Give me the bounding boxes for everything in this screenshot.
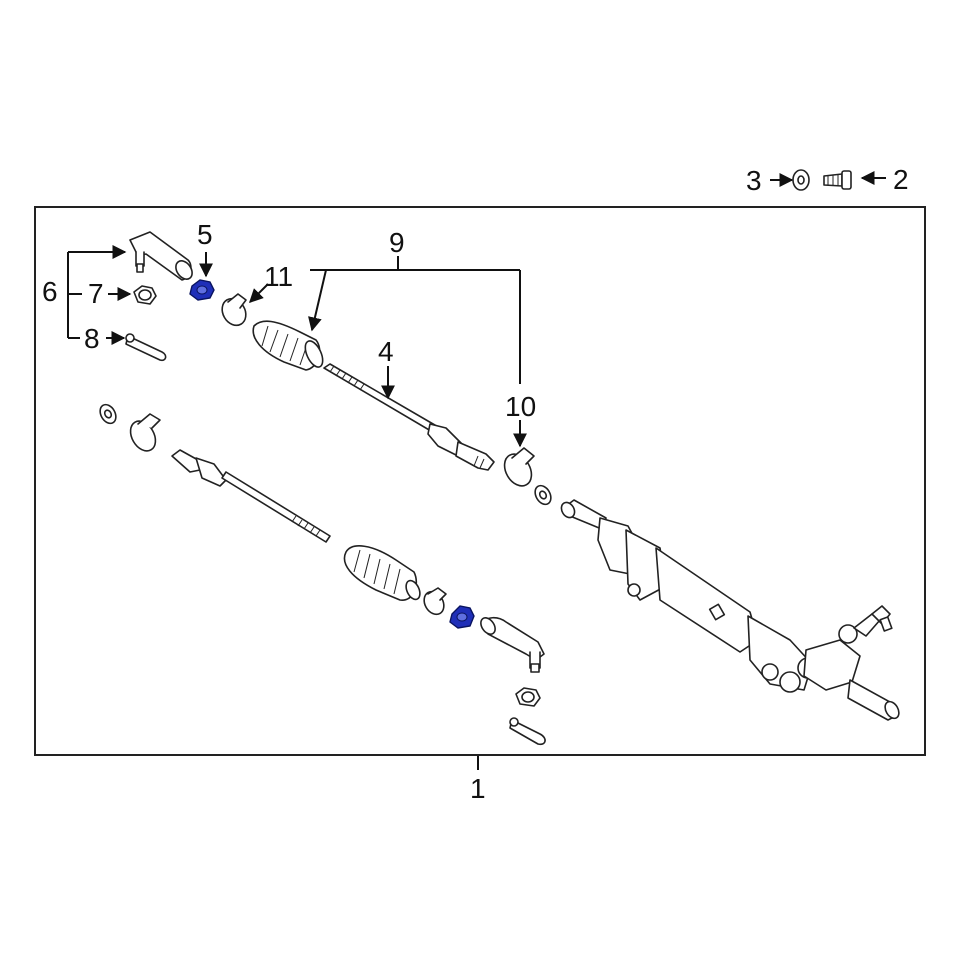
- boot-clamp-upper[interactable]: [217, 293, 250, 330]
- jam-nut-part-5-lower[interactable]: [449, 605, 475, 629]
- cotter-pin-lower[interactable]: [509, 717, 546, 746]
- boot-clamp-lower[interactable]: [420, 587, 448, 618]
- boot-clamp-part-10[interactable]: [499, 447, 537, 491]
- bolt-part-2[interactable]: [823, 170, 852, 190]
- callout-4: 4: [378, 336, 394, 367]
- boot-lower[interactable]: [343, 545, 422, 602]
- boot-clamp-lower-left[interactable]: [125, 413, 161, 455]
- boot-upper[interactable]: [252, 320, 326, 371]
- callout-8: 8: [84, 323, 100, 354]
- tie-rod-end-lower[interactable]: [478, 615, 545, 673]
- inner-tie-rod-upper[interactable]: [323, 363, 495, 471]
- rack-housing[interactable]: [559, 499, 902, 721]
- callout-2: 2: [893, 164, 909, 195]
- callout-3: 3: [746, 165, 762, 196]
- inner-tie-rod-lower[interactable]: [171, 449, 331, 543]
- callout-5: 5: [197, 219, 213, 250]
- tie-rod-end-upper[interactable]: [129, 231, 195, 282]
- jam-nut-part-5-upper[interactable]: [189, 279, 215, 301]
- washer-lower[interactable]: [97, 402, 119, 426]
- callout-7: 7: [88, 278, 104, 309]
- callout-11: 11: [264, 261, 293, 292]
- castle-nut-part-7[interactable]: [133, 285, 157, 305]
- callout-10: 10: [505, 391, 536, 422]
- cotter-pin-part-8[interactable]: [125, 333, 167, 362]
- callout-6: 6: [42, 276, 58, 307]
- washer-part-3[interactable]: [792, 169, 810, 191]
- washer-middle[interactable]: [532, 483, 554, 507]
- castle-nut-lower[interactable]: [515, 687, 541, 707]
- callout-1: 1: [470, 773, 486, 804]
- callout-9: 9: [389, 227, 405, 258]
- assembly-frame: [34, 206, 926, 756]
